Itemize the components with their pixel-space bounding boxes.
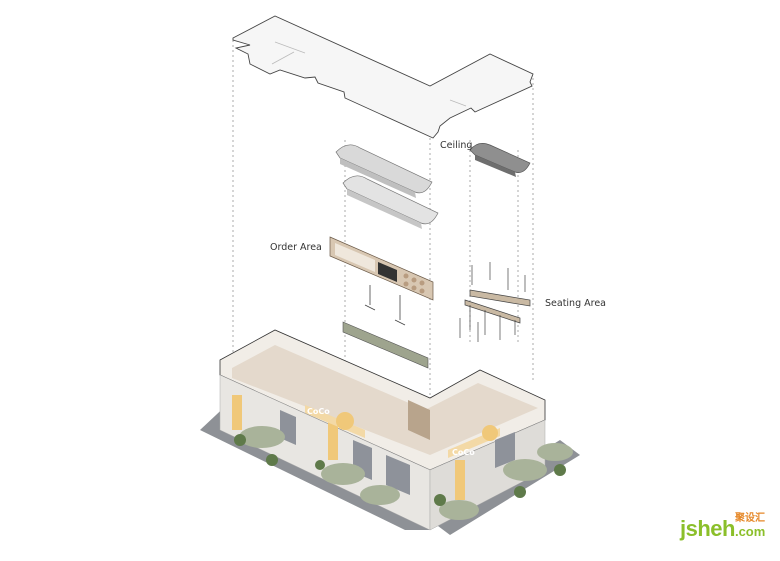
seating-area-furniture <box>459 262 531 342</box>
ceiling-label: Ceiling <box>440 140 473 151</box>
umbrellas <box>239 426 573 520</box>
building-model <box>219 329 546 531</box>
seating-area-label: Seating Area <box>545 298 606 309</box>
watermark-latin: jsheh <box>680 516 735 541</box>
watermark-logo: jsheh 聚设汇 .com <box>680 514 765 540</box>
roof-plate <box>232 15 534 139</box>
coco-signs: CoCo CoCo <box>305 405 500 458</box>
ceiling-panels <box>335 143 531 229</box>
order-area-label: Order Area <box>270 242 322 253</box>
plants <box>234 434 566 506</box>
plate-details <box>271 41 467 107</box>
order-area-counter <box>329 236 434 369</box>
watermark-suffix: .com <box>734 524 766 539</box>
coco-sign-left: CoCo <box>307 407 330 416</box>
coco-sign-right: CoCo <box>452 448 475 457</box>
watermark-chinese: 聚设汇 <box>734 513 765 524</box>
